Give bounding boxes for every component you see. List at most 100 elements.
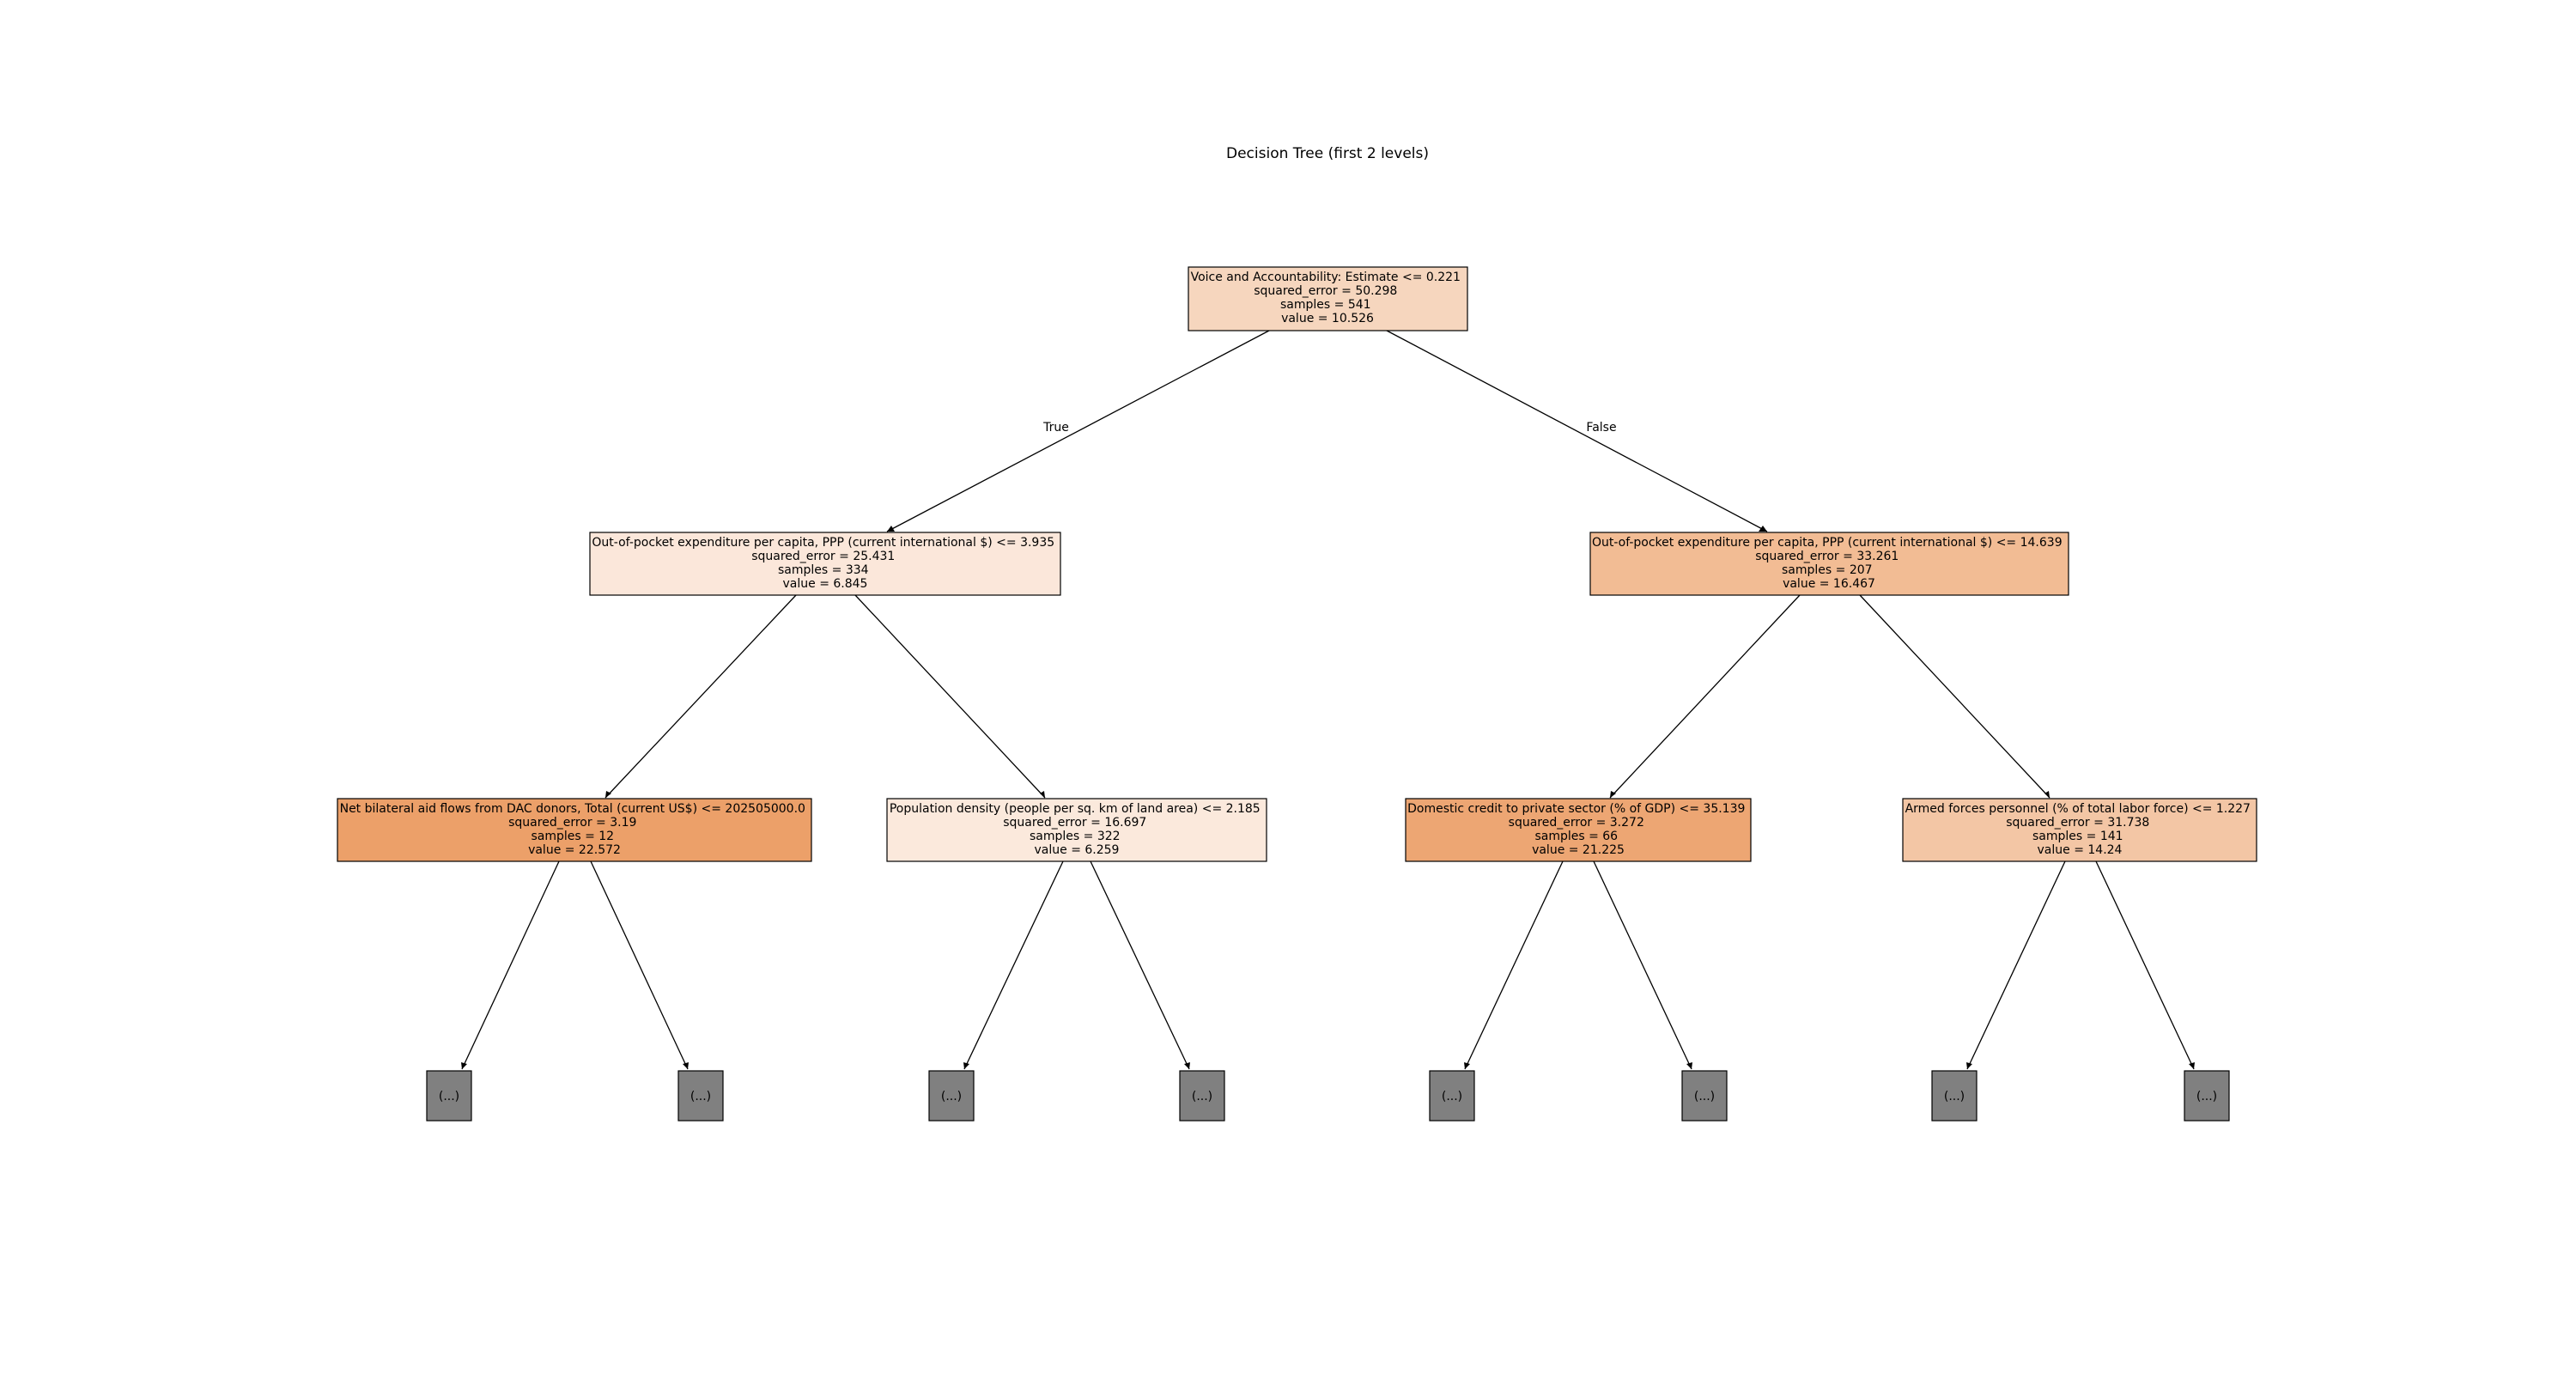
node-condition: Out-of-pocket expenditure per capita, PP… bbox=[592, 536, 1054, 550]
leaf-label: (...) bbox=[1442, 1090, 1462, 1103]
node-value: value = 22.572 bbox=[528, 843, 621, 857]
diagram-title: Decision Tree (first 2 levels) bbox=[1226, 145, 1429, 162]
edge-n5-leaf5 bbox=[1464, 860, 1564, 1070]
arrowhead bbox=[605, 791, 611, 798]
truncated-leaf: (...) bbox=[1681, 1070, 1728, 1122]
leaf-label: (...) bbox=[1192, 1090, 1212, 1103]
arrowhead bbox=[683, 1062, 689, 1069]
node-condition: Out-of-pocket expenditure per capita, PP… bbox=[1592, 536, 2063, 550]
node-samples: samples = 322 bbox=[1030, 830, 1121, 843]
truncated-leaf: (...) bbox=[1179, 1070, 1225, 1122]
truncated-leaf: (...) bbox=[426, 1070, 472, 1122]
truncated-leaves: (...) (...) (...) (...) (...) (...) (...… bbox=[426, 1070, 2230, 1122]
node-label: Net bilateral aid flows from DAC donors,… bbox=[340, 802, 810, 857]
arrowhead bbox=[2044, 791, 2050, 798]
leaf-box bbox=[1429, 1070, 1475, 1122]
node-squared-error: squared_error = 3.19 bbox=[508, 816, 636, 830]
arrowhead bbox=[1040, 791, 1045, 798]
leaf-label: (...) bbox=[941, 1090, 962, 1103]
edge-n6-leaf8 bbox=[2095, 860, 2195, 1070]
arrowhead bbox=[461, 1062, 467, 1069]
node-label: Out-of-pocket expenditure per capita, PP… bbox=[592, 536, 1058, 591]
node-condition: Population density (people per sq. km of… bbox=[890, 802, 1261, 816]
edge-root-n1 bbox=[886, 330, 1270, 532]
truncated-leaf: (...) bbox=[1931, 1070, 1978, 1122]
edge-n4-leaf4 bbox=[1090, 860, 1190, 1070]
edge-n3-leaf1 bbox=[461, 860, 560, 1070]
node-box bbox=[589, 532, 1061, 596]
node-box bbox=[337, 798, 812, 862]
node-condition: Armed forces personnel (% of total labor… bbox=[1905, 802, 2251, 816]
node-samples: samples = 207 bbox=[1782, 563, 1873, 577]
node-samples: samples = 12 bbox=[531, 830, 614, 843]
arrowhead bbox=[2189, 1062, 2195, 1069]
truncated-leaf: (...) bbox=[1429, 1070, 1475, 1122]
edge-n3-leaf2 bbox=[590, 860, 689, 1070]
arrowhead bbox=[963, 1062, 969, 1069]
node-condition: Domestic credit to private sector (% of … bbox=[1407, 802, 1745, 816]
node-box bbox=[886, 798, 1267, 862]
node-squared-error: squared_error = 16.697 bbox=[1003, 816, 1146, 830]
leaf-label: (...) bbox=[439, 1090, 459, 1103]
leaf-box bbox=[2184, 1070, 2230, 1122]
tree-node-n2: Out-of-pocket expenditure per capita, PP… bbox=[1589, 532, 2069, 596]
tree-node-n1: Out-of-pocket expenditure per capita, PP… bbox=[589, 532, 1061, 596]
leaf-box bbox=[928, 1070, 975, 1122]
edge-label-true: True bbox=[1042, 421, 1069, 435]
edge-n6-leaf7 bbox=[1966, 860, 2066, 1070]
edge-n2-n5 bbox=[1609, 594, 1801, 799]
leaf-box bbox=[1179, 1070, 1225, 1122]
truncated-leaf: (...) bbox=[2184, 1070, 2230, 1122]
edges bbox=[461, 330, 2195, 1070]
node-value: value = 21.225 bbox=[1532, 843, 1625, 857]
arrowhead bbox=[1966, 1062, 1972, 1069]
leaf-label: (...) bbox=[2196, 1090, 2217, 1103]
node-condition: Voice and Accountability: Estimate <= 0.… bbox=[1191, 271, 1461, 284]
edge-n1-n4 bbox=[854, 594, 1046, 799]
node-samples: samples = 541 bbox=[1280, 298, 1371, 312]
leaf-label: (...) bbox=[690, 1090, 711, 1103]
node-label: Domestic credit to private sector (% of … bbox=[1407, 802, 1749, 857]
node-value: value = 6.259 bbox=[1035, 843, 1120, 857]
node-box bbox=[1589, 532, 2069, 596]
tree-node-n4: Population density (people per sq. km of… bbox=[886, 798, 1267, 862]
node-squared-error: squared_error = 31.738 bbox=[2006, 816, 2149, 830]
edge-n4-leaf3 bbox=[963, 860, 1064, 1070]
edge-n2-n6 bbox=[1859, 594, 2050, 799]
node-box bbox=[1405, 798, 1752, 862]
node-squared-error: squared_error = 25.431 bbox=[751, 550, 895, 563]
node-samples: samples = 334 bbox=[778, 563, 869, 577]
leaf-label: (...) bbox=[1944, 1090, 1965, 1103]
arrowheads bbox=[461, 526, 2195, 1069]
arrowhead bbox=[1610, 791, 1616, 798]
node-label: Out-of-pocket expenditure per capita, PP… bbox=[1592, 536, 2066, 591]
truncated-leaf: (...) bbox=[677, 1070, 724, 1122]
edge-label-false: False bbox=[1586, 421, 1616, 435]
leaf-box bbox=[426, 1070, 472, 1122]
tree-node-root: Voice and Accountability: Estimate <= 0.… bbox=[1188, 266, 1468, 331]
node-value: value = 10.526 bbox=[1281, 312, 1374, 325]
node-condition: Net bilateral aid flows from DAC donors,… bbox=[340, 802, 805, 816]
node-samples: samples = 141 bbox=[2032, 830, 2123, 843]
tree-node-n3: Net bilateral aid flows from DAC donors,… bbox=[337, 798, 812, 862]
leaf-box bbox=[1681, 1070, 1728, 1122]
node-value: value = 6.845 bbox=[783, 577, 868, 591]
leaf-box bbox=[677, 1070, 724, 1122]
node-box bbox=[1902, 798, 2257, 862]
arrowhead bbox=[1464, 1062, 1470, 1069]
leaf-label: (...) bbox=[1694, 1090, 1715, 1103]
edge-root-n2 bbox=[1386, 330, 1768, 532]
tree-node-n6: Armed forces personnel (% of total labor… bbox=[1902, 798, 2257, 862]
leaf-box bbox=[1931, 1070, 1978, 1122]
node-label: Voice and Accountability: Estimate <= 0.… bbox=[1191, 271, 1465, 325]
arrowhead bbox=[1184, 1062, 1190, 1069]
node-squared-error: squared_error = 3.272 bbox=[1509, 816, 1644, 830]
arrowhead bbox=[887, 526, 895, 532]
node-squared-error: squared_error = 33.261 bbox=[1755, 550, 1899, 563]
tree-node-n5: Domestic credit to private sector (% of … bbox=[1405, 798, 1752, 862]
truncated-leaf: (...) bbox=[928, 1070, 975, 1122]
edge-n5-leaf6 bbox=[1593, 860, 1692, 1070]
arrowhead bbox=[1759, 526, 1767, 532]
node-squared-error: squared_error = 50.298 bbox=[1254, 284, 1397, 298]
